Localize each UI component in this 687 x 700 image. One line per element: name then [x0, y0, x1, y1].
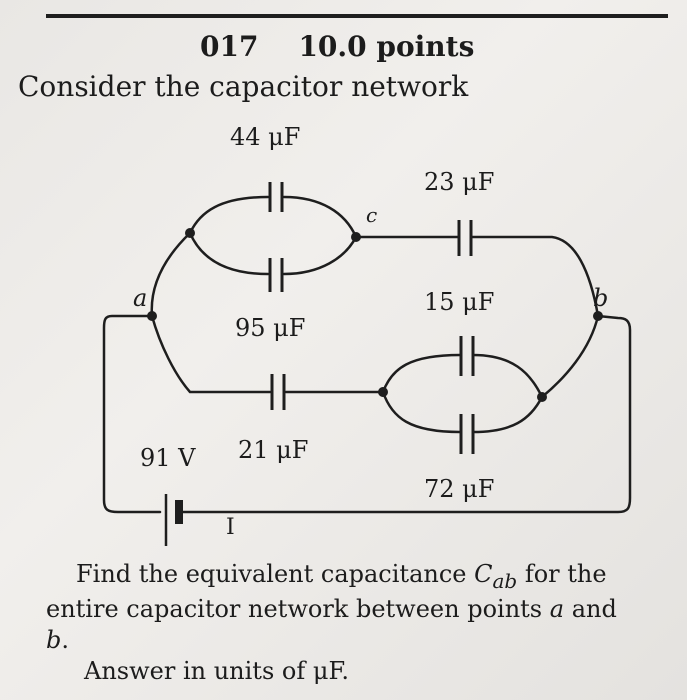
question-node-a: a	[549, 595, 565, 623]
answer-unit: μF	[312, 657, 342, 685]
circuit-wires	[102, 195, 632, 514]
question-node-b: b	[46, 626, 62, 654]
label-node-a: a	[133, 284, 147, 312]
variable-c: C	[474, 560, 493, 588]
circuit-labels: 44 μF 95 μF 23 μF 21 μF 15 μF 72 μF 91 V…	[133, 123, 608, 540]
label-battery-voltage: 91 V	[140, 444, 196, 472]
variable-subscript: ab	[492, 568, 518, 593]
intro-text: Consider the capacitor network	[18, 70, 469, 103]
label-node-c: c	[366, 203, 377, 227]
capacitor-plates	[268, 182, 475, 454]
node-c-dot	[351, 232, 361, 242]
question-text-3: .	[61, 626, 70, 654]
label-current: I	[226, 515, 235, 540]
label-95uf: 95 μF	[235, 314, 305, 342]
label-72uf: 72 μF	[424, 475, 494, 503]
problem-points: 10.0 points	[298, 30, 475, 63]
answer-units-line: Answer in units of μF.	[84, 657, 349, 685]
problem-number: 017	[200, 30, 259, 63]
label-node-b: b	[593, 284, 608, 312]
battery-short-plate	[175, 500, 183, 524]
node-a-dot	[147, 311, 157, 321]
question-text-1b: for the	[517, 560, 607, 588]
question-line-2: entire capacitor network between points …	[46, 595, 617, 623]
label-15uf: 15 μF	[424, 288, 494, 316]
node-b-dot	[593, 311, 603, 321]
question-text-1a: Find the equivalent capacitance	[76, 560, 475, 588]
junction-dot-right	[537, 392, 547, 402]
top-rule	[46, 14, 668, 18]
answer-period: .	[341, 657, 350, 685]
question-text-2a: entire capacitor network between points	[46, 595, 550, 623]
junction-dot-left	[185, 228, 195, 238]
question-text-2b: and	[564, 595, 617, 623]
label-44uf: 44 μF	[230, 123, 300, 151]
answer-text: Answer in units of	[84, 657, 313, 685]
label-21uf: 21 μF	[238, 436, 308, 464]
junction-dots	[147, 228, 603, 402]
junction-dot-mid	[378, 387, 388, 397]
question-line-3: b.	[46, 626, 69, 654]
label-23uf: 23 μF	[424, 168, 494, 196]
problem-header: 017 10.0 points	[200, 30, 474, 63]
battery-symbol	[164, 494, 183, 546]
question-line-1: Find the equivalent capacitance Cab for …	[76, 560, 607, 593]
